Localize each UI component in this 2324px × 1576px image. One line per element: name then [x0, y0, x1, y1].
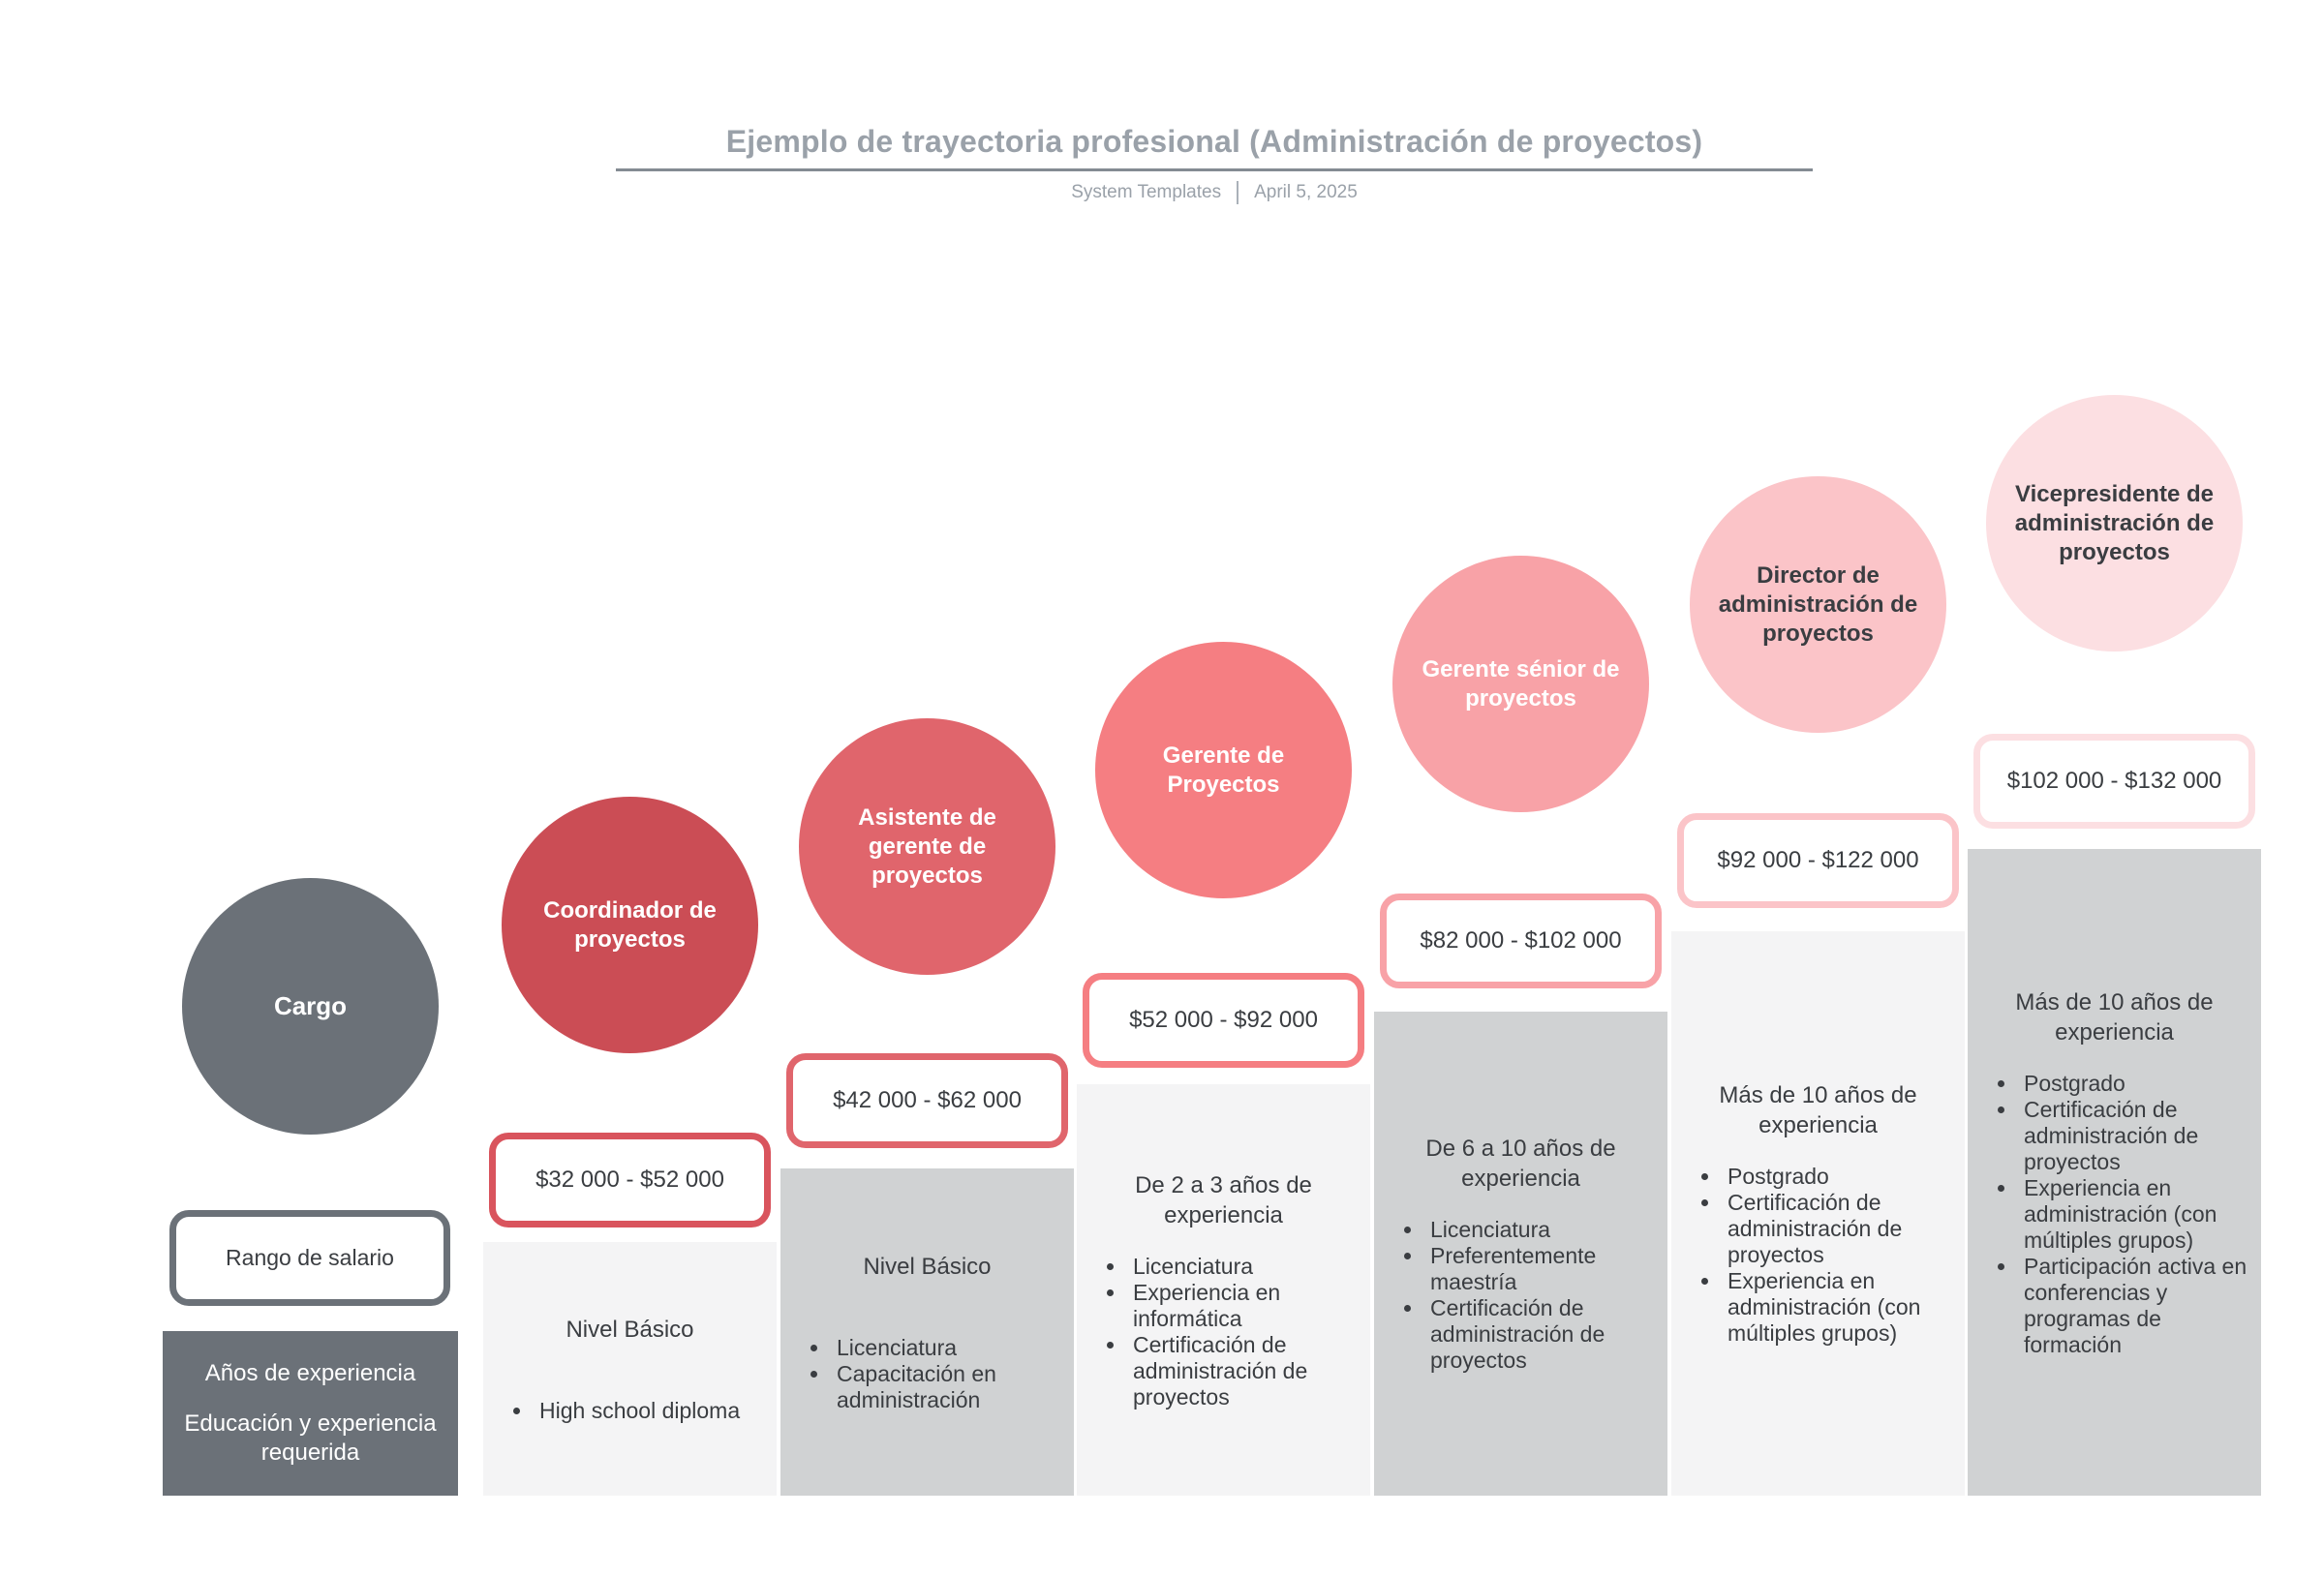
legend-salary-label: Rango de salario [226, 1245, 394, 1270]
role-label: Gerente de Proyectos [1162, 742, 1285, 798]
salary-range-label: $102 000 - $132 000 [2006, 768, 2222, 794]
education-item: Experiencia en informática [1127, 1280, 1361, 1332]
education-item: Participación activa en conferencias y p… [2018, 1254, 2251, 1358]
education-item: Certificación de administración de proye… [1722, 1190, 1955, 1268]
role-label: Asistente de gerente de proyectos [858, 803, 996, 889]
date-label: April 5, 2025 [1254, 182, 1358, 202]
experience-header: De 6 a 10 años de experiencia [1425, 1136, 1616, 1192]
education-item: Licenciatura [1424, 1217, 1658, 1243]
column-band: Más de 10 años de experiencia Postgrado … [1968, 849, 2261, 1496]
experience-header: Nivel Básico [566, 1316, 694, 1343]
role-circle: Director de administración de proyectos [1690, 476, 1946, 733]
subtitle-separator [1237, 181, 1239, 204]
legend-info-box: Años de experiencia Educación y experien… [163, 1331, 458, 1496]
column-band: De 6 a 10 años de experiencia Licenciatu… [1374, 1012, 1667, 1496]
legend-role-label: Cargo [273, 991, 348, 1020]
education-list: High school diploma [483, 1398, 777, 1424]
education-list: Licenciatura Preferentemente maestría Ce… [1374, 1217, 1667, 1374]
role-label: Director de administración de proyectos [1718, 561, 1918, 647]
experience-header: Más de 10 años de experiencia [2015, 988, 2214, 1046]
education-item: Experiencia en administración (con múlti… [1722, 1268, 1955, 1347]
role-circle: Coordinador de proyectos [502, 797, 758, 1053]
role-circle: Gerente de Proyectos [1095, 642, 1352, 898]
salary-range-badge: $32 000 - $52 000 [489, 1133, 771, 1227]
title-divider [616, 168, 1813, 171]
brand-label: System Templates [1071, 182, 1222, 202]
education-item: Postgrado [2018, 1071, 2251, 1097]
page-subtitle: System Templates April 5, 2025 [165, 181, 2264, 204]
experience-header: Más de 10 años de experiencia [1719, 1082, 1917, 1138]
role-circle: Gerente sénior de proyectos [1392, 556, 1649, 812]
experience-header: De 2 a 3 años de experiencia [1135, 1171, 1312, 1228]
education-item: Postgrado [1722, 1164, 1955, 1190]
role-label: Vicepresidente de administración de proy… [2014, 480, 2215, 565]
education-item: Licenciatura [1127, 1254, 1361, 1280]
education-item: High school diploma [534, 1398, 767, 1424]
legend-role-circle: Cargo [182, 878, 439, 1135]
role-label: Coordinador de proyectos [543, 896, 717, 953]
salary-range-badge: $102 000 - $132 000 [1973, 734, 2255, 829]
education-list: Licenciatura Experiencia en informática … [1077, 1254, 1370, 1410]
education-item: Certificación de administración de proye… [1424, 1295, 1658, 1374]
education-item: Capacitación en administración [831, 1361, 1064, 1413]
education-list: Postgrado Certificación de administració… [1968, 1071, 2261, 1358]
legend-education-label: Educación y experiencia requerida [184, 1410, 437, 1466]
education-item: Certificación de administración de proye… [1127, 1332, 1361, 1410]
experience-header: Nivel Básico [863, 1253, 992, 1280]
education-item: Certificación de administración de proye… [2018, 1097, 2251, 1175]
education-list: Postgrado Certificación de administració… [1671, 1164, 1965, 1347]
legend-salary-box: Rango de salario [169, 1210, 450, 1306]
column-band: Más de 10 años de experiencia Postgrado … [1671, 931, 1965, 1496]
salary-range-badge: $42 000 - $62 000 [786, 1053, 1068, 1148]
salary-range-badge: $92 000 - $122 000 [1677, 813, 1959, 908]
role-circle: Vicepresidente de administración de proy… [1986, 395, 2243, 652]
column-band: De 2 a 3 años de experiencia Licenciatur… [1077, 1084, 1370, 1496]
salary-range-label: $52 000 - $92 000 [1129, 1007, 1318, 1033]
column-band: Nivel Básico High school diploma [483, 1242, 777, 1496]
education-item: Experiencia en administración (con múlti… [2018, 1175, 2251, 1254]
education-item: Preferentemente maestría [1424, 1243, 1658, 1295]
salary-range-label: $32 000 - $52 000 [535, 1167, 724, 1193]
salary-range-label: $92 000 - $122 000 [1717, 847, 1919, 873]
column-band: Nivel Básico Licenciatura Capacitación e… [780, 1168, 1074, 1496]
salary-range-label: $42 000 - $62 000 [833, 1087, 1022, 1113]
role-circle: Asistente de gerente de proyectos [799, 718, 1055, 975]
education-list: Licenciatura Capacitación en administrac… [780, 1335, 1074, 1413]
salary-range-label: $82 000 - $102 000 [1420, 927, 1622, 954]
salary-range-badge: $52 000 - $92 000 [1083, 973, 1364, 1068]
page-title: Ejemplo de trayectoria profesional (Admi… [725, 124, 1703, 159]
education-item: Licenciatura [831, 1335, 1064, 1361]
role-label: Gerente sénior de proyectos [1422, 655, 1620, 712]
legend-experience-label: Años de experiencia [204, 1360, 416, 1386]
salary-range-badge: $82 000 - $102 000 [1380, 894, 1662, 988]
